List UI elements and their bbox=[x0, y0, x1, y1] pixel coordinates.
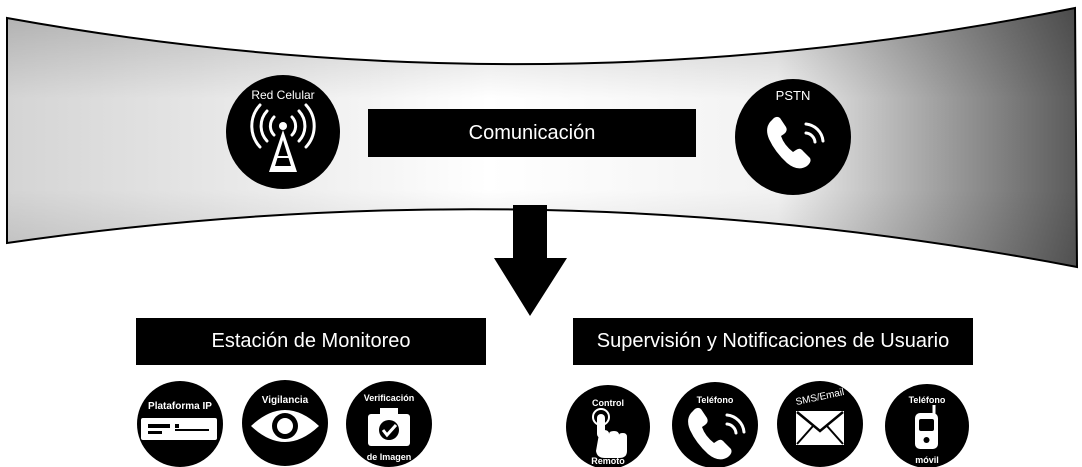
eye-icon bbox=[251, 410, 319, 442]
monitoring-station-header: Estación de Monitoreo bbox=[136, 318, 486, 365]
cellular-network-label: Red Celular bbox=[251, 88, 315, 102]
mobile-phone-icon bbox=[915, 405, 938, 449]
down-arrow-icon bbox=[494, 205, 567, 316]
phone-handset-icon bbox=[688, 407, 746, 460]
remote-control-circle bbox=[566, 385, 650, 467]
camera-check-icon bbox=[368, 408, 410, 446]
telephone-circle bbox=[672, 382, 758, 467]
communication-label: Comunicación bbox=[368, 109, 696, 157]
cell-tower-icon bbox=[250, 103, 316, 172]
phone-handset-icon bbox=[767, 116, 825, 169]
pstn-label: PSTN bbox=[775, 88, 811, 103]
image-verification-label-bottom: de Imagen bbox=[366, 452, 412, 462]
user-notifications-title: Supervisión y Notificaciones de Usuario bbox=[596, 330, 950, 352]
ip-platform-circle bbox=[137, 381, 223, 467]
sms-email-circle bbox=[777, 381, 863, 467]
cellular-network-circle bbox=[226, 75, 340, 189]
mobile-phone-label-bottom: móvil bbox=[915, 455, 939, 465]
communication-title: Comunicación bbox=[468, 121, 596, 144]
telephone-label: Teléfono bbox=[696, 395, 734, 405]
image-verification-circle bbox=[346, 381, 432, 467]
user-notifications-header: Supervisión y Notificaciones de Usuario bbox=[573, 318, 973, 365]
surveillance-label: Vigilancia bbox=[261, 395, 309, 406]
remote-control-label-bottom: Remoto bbox=[591, 456, 625, 466]
mobile-phone-label-top: Teléfono bbox=[908, 395, 946, 405]
ip-platform-device-icon bbox=[141, 418, 217, 440]
mobile-phone-circle bbox=[885, 384, 969, 467]
touch-hand-icon bbox=[592, 408, 627, 458]
remote-control-label-top: Control bbox=[592, 398, 624, 408]
envelope-icon bbox=[796, 411, 844, 445]
surveillance-circle bbox=[242, 380, 328, 466]
ip-platform-label: Plataforma IP bbox=[148, 401, 212, 412]
monitoring-station-title: Estación de Monitoreo bbox=[211, 330, 411, 352]
image-verification-label-top: Verificación bbox=[363, 393, 415, 403]
pstn-circle bbox=[735, 79, 851, 195]
